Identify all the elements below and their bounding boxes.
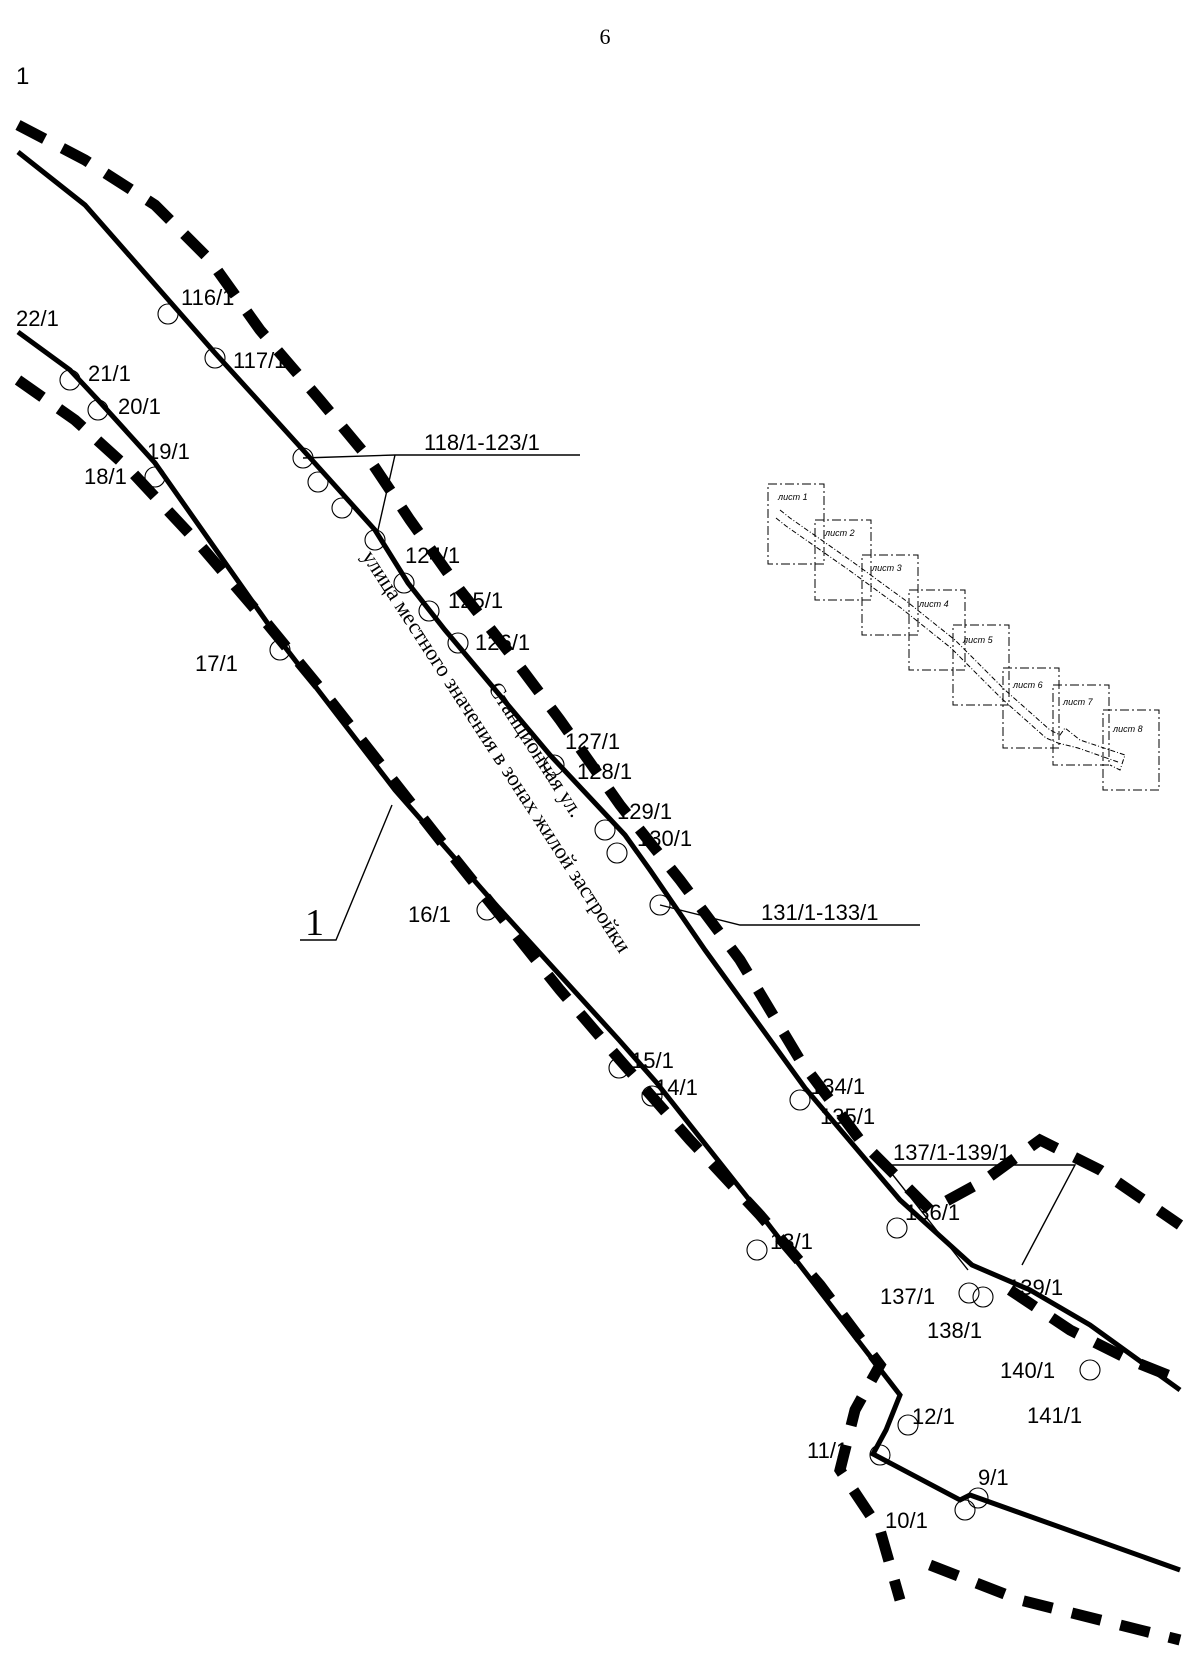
point-label-124: 124/1 [405, 543, 460, 568]
point-labels: 22/1 21/1 20/1 19/1 18/1 17/1 16/1 15/1 … [16, 285, 1082, 1533]
sheet-label-2: лист 2 [824, 528, 855, 538]
point-marker [157, 303, 179, 325]
point-marker [87, 399, 109, 421]
street-boundary [16, 150, 1182, 1573]
leader-zone-marker [300, 804, 393, 941]
point-marker [204, 347, 226, 369]
point-label-14: 14/1 [655, 1075, 698, 1100]
leader-131-133 [659, 904, 920, 926]
point-label-126: 126/1 [475, 630, 530, 655]
point-label-139: 139/1 [1008, 1275, 1063, 1300]
point-marker [649, 894, 671, 916]
boundary-points [59, 303, 1101, 1521]
zone-boundary-upper [15, 120, 1184, 1230]
point-label-117: 117/1 [233, 348, 286, 373]
point-marker [144, 466, 166, 488]
leader-118-123 [302, 454, 580, 459]
point-marker [307, 471, 329, 493]
point-label-13: 13/1 [770, 1229, 813, 1254]
point-label-128: 128/1 [577, 759, 632, 784]
sheet-index-route-2 [775, 517, 1119, 763]
point-marker [59, 369, 81, 391]
point-marker [594, 819, 616, 841]
point-label-125: 125/1 [448, 588, 503, 613]
point-marker [954, 1499, 976, 1521]
leader-lines [300, 454, 1077, 1271]
sheet-label-6: лист 6 [1012, 680, 1043, 690]
sheet-label-3: лист 3 [871, 563, 902, 573]
point-label-134: 134/1 [810, 1074, 865, 1099]
point-marker [897, 1414, 919, 1436]
point-label-19: 19/1 [147, 439, 190, 464]
point-marker [967, 1487, 989, 1509]
point-label-137: 137/1 [880, 1284, 935, 1309]
point-label-15: 15/1 [631, 1048, 674, 1073]
point-label-136: 136/1 [905, 1200, 960, 1225]
sheet-label-1: лист 1 [777, 492, 808, 502]
page-number: 6 [600, 24, 611, 49]
zone-boundary-lower-right [928, 1559, 1182, 1646]
point-marker [418, 600, 440, 622]
point-marker [972, 1286, 994, 1308]
point-marker [269, 639, 291, 661]
point-label-16: 16/1 [408, 902, 451, 927]
point-label-18: 18/1 [84, 464, 127, 489]
point-marker [641, 1085, 663, 1107]
sheet-label-8: лист 8 [1112, 724, 1143, 734]
point-label-129: 129/1 [617, 799, 672, 824]
point-label-141: 141/1 [1027, 1403, 1082, 1428]
point-label-138: 138/1 [927, 1318, 982, 1343]
point-marker [393, 572, 415, 594]
point-marker [364, 529, 386, 551]
group-label-131-133: 131/1-133/1 [761, 900, 878, 925]
point-marker [958, 1282, 980, 1304]
zone-boundary [14, 120, 1184, 1646]
point-label-12: 12/1 [912, 1404, 955, 1429]
point-label-140: 140/1 [1000, 1358, 1055, 1383]
point-marker [608, 1057, 630, 1079]
zone-marker: 1 [305, 902, 324, 944]
point-marker [476, 899, 498, 921]
leader-137-139-branch [884, 1164, 969, 1271]
corner-label: 1 [16, 63, 29, 90]
sheet-index-map: лист 1 лист 2 лист 3 лист 4 лист 5 лист … [767, 483, 1160, 791]
zone-boundary-lower [14, 375, 906, 1602]
point-label-9: 9/1 [978, 1465, 1009, 1490]
sheet-label-4: лист 4 [918, 599, 949, 609]
point-marker [543, 754, 565, 776]
point-marker [1079, 1359, 1101, 1381]
point-marker [869, 1444, 891, 1466]
point-label-116: 116/1 [181, 285, 234, 310]
group-label-118-123: 118/1-123/1 [424, 430, 540, 455]
leader-137-139 [885, 1164, 1077, 1266]
point-label-135: 135/1 [820, 1104, 875, 1129]
street-boundary-lower [16, 329, 1181, 1573]
group-label-137-139: 137/1-139/1 [893, 1140, 1010, 1165]
leader-118-123-branch [377, 454, 396, 531]
point-marker [331, 497, 353, 519]
point-label-127: 127/1 [565, 729, 620, 754]
point-label-130: 130/1 [637, 826, 692, 851]
point-marker [886, 1217, 908, 1239]
point-label-10: 10/1 [885, 1508, 928, 1533]
point-label-20: 20/1 [118, 394, 161, 419]
point-label-21: 21/1 [88, 361, 131, 386]
point-label-22: 22/1 [16, 306, 59, 331]
point-label-17: 17/1 [195, 651, 238, 676]
point-marker [606, 842, 628, 864]
sheet-label-5: лист 5 [962, 635, 994, 645]
sheet-label-7: лист 7 [1062, 697, 1094, 707]
point-label-11: 11/1 [807, 1438, 848, 1463]
point-marker [789, 1089, 811, 1111]
point-marker [447, 632, 469, 654]
point-marker [746, 1239, 768, 1261]
group-labels: 118/1-123/1 131/1-133/1 137/1-139/1 [424, 430, 1010, 1165]
street-boundary-upper [16, 150, 1182, 1393]
